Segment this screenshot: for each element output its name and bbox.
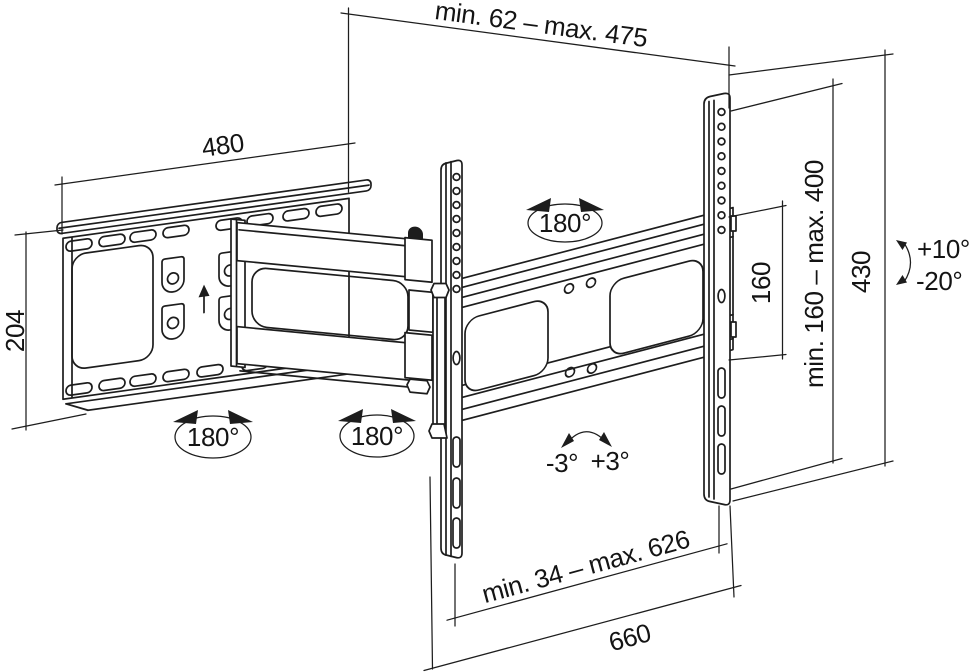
dim-plate-width: 480 — [54, 127, 356, 235]
dim-plate-width-label: 480 — [200, 127, 246, 163]
swivel-3-label: 180° — [539, 208, 591, 238]
up-arrow-icon — [198, 284, 210, 314]
swivel-2-label: 180° — [351, 421, 403, 451]
tilt-range-annotation: +10° -20° — [896, 234, 970, 296]
wall-plate-top-slots — [65, 203, 343, 253]
swivel-badge-2: 180° — [338, 409, 416, 458]
level-neg-label: -3° — [546, 448, 578, 478]
rotate-right-arrow-icon — [579, 198, 604, 212]
dim-slide-range-label: min. 34 – max. 626 — [478, 524, 692, 609]
swivel-badge-1: 180° — [173, 410, 253, 459]
tilt-arrow-icon — [903, 242, 912, 283]
hinge-top-nut-icon — [430, 282, 450, 299]
dim-slide-range: min. 34 – max. 626 — [446, 505, 728, 627]
dim-bracket-width-label: 660 — [605, 617, 654, 657]
left-vesa-rail — [440, 159, 463, 559]
dim-vesa-step: 160 — [728, 200, 787, 361]
level-range-annotation: -3° +3° — [546, 431, 630, 478]
left-rail-holes — [452, 172, 461, 549]
arm-opening — [251, 267, 409, 341]
rotate-right-arrow-icon — [391, 409, 416, 423]
dim-bracket-height-label: 430 — [846, 251, 876, 293]
swivel-badge-3: 180° — [526, 198, 604, 243]
arm-rail-hinge-strip — [428, 282, 450, 439]
rotate-left-arrow-icon — [526, 198, 551, 212]
crossbar-left-cutout — [464, 300, 549, 392]
dim-vesa-range: min. 160 – max. 400 — [730, 78, 843, 490]
dim-plate-height: 204 — [0, 229, 87, 431]
dim-vesa-step-label: 160 — [746, 262, 776, 304]
tv-crossbar — [443, 206, 734, 426]
pivot-bolt-icon — [408, 226, 423, 240]
rotate-left-arrow-icon — [173, 410, 198, 424]
dim-depth-range: min. 62 – max. 475 — [340, 0, 736, 193]
pivot-nut-icon — [406, 378, 431, 395]
rotate-left-arrow-icon — [338, 409, 363, 423]
right-vesa-rail — [703, 92, 737, 506]
wall-plate-cable-cutout — [71, 244, 154, 370]
tilt-down-label: -20° — [916, 266, 962, 296]
swivel-1-label: 180° — [187, 422, 239, 452]
hinge-bottom-nut-icon — [428, 423, 448, 439]
dim-vesa-range-label: min. 160 – max. 400 — [799, 160, 829, 388]
dim-depth-range-label: min. 62 – max. 475 — [433, 0, 649, 53]
dim-bracket-height: 430 — [728, 49, 894, 502]
rotate-right-arrow-icon — [228, 410, 253, 424]
right-rail-holes — [717, 107, 726, 475]
articulating-arm — [230, 218, 434, 395]
tilt-up-label: +10° — [917, 234, 970, 264]
crossbar-right-cutout — [609, 259, 704, 355]
arm-pivot-column — [404, 226, 434, 395]
dim-plate-height-label: 204 — [0, 310, 30, 352]
level-pos-label: +3° — [591, 446, 630, 476]
dim-bracket-width: 660 — [423, 476, 742, 672]
